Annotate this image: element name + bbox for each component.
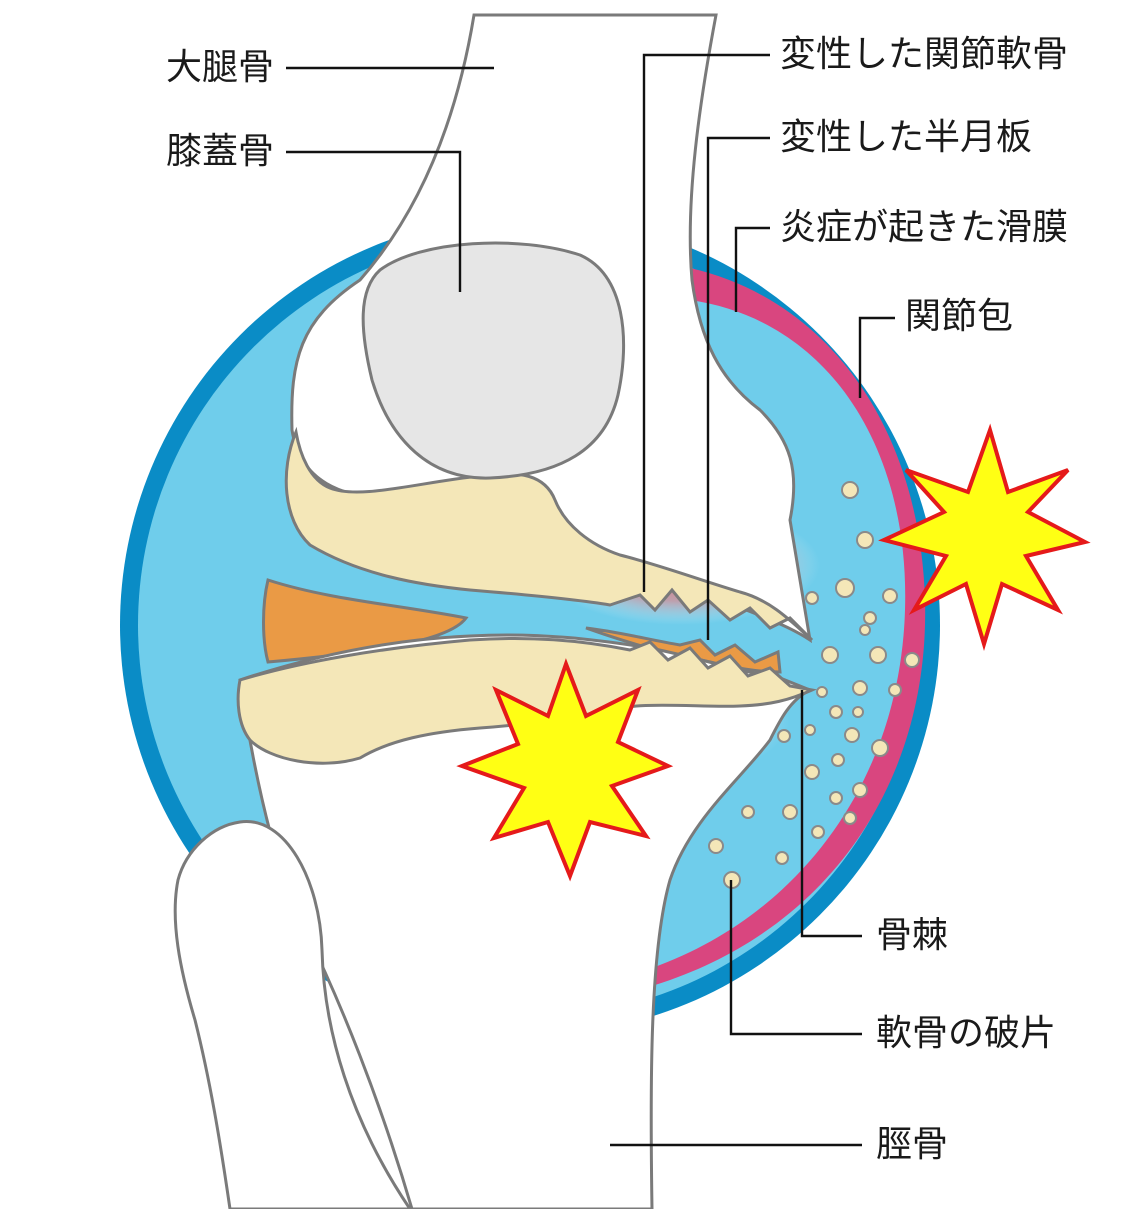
label-degenerated-meniscus: 変性した半月板	[780, 117, 1033, 158]
label-osteophyte: 骨棘	[876, 915, 949, 956]
leader-lines	[286, 53, 895, 1147]
label-inflamed-synovium: 炎症が起きた滑膜	[780, 207, 1069, 248]
pain-burst-icon	[878, 423, 1091, 651]
label-femur: 大腿骨	[166, 47, 275, 88]
label-tibia: 脛骨	[876, 1124, 949, 1165]
fibula	[173, 820, 412, 1209]
label-patella: 膝蓋骨	[166, 131, 275, 172]
pain-burst-icon	[456, 658, 674, 882]
label-cartilage-fragments: 軟骨の破片	[876, 1013, 1057, 1054]
inflamed-synovium	[652, 268, 926, 985]
patella	[361, 241, 626, 480]
cartilage-fragments	[708, 481, 920, 889]
label-degenerated-cartilage: 変性した関節軟骨	[780, 34, 1069, 75]
label-joint-capsule: 関節包	[905, 296, 1014, 337]
femoral-cartilage	[284, 426, 814, 642]
tibial-cartilage	[236, 636, 817, 765]
